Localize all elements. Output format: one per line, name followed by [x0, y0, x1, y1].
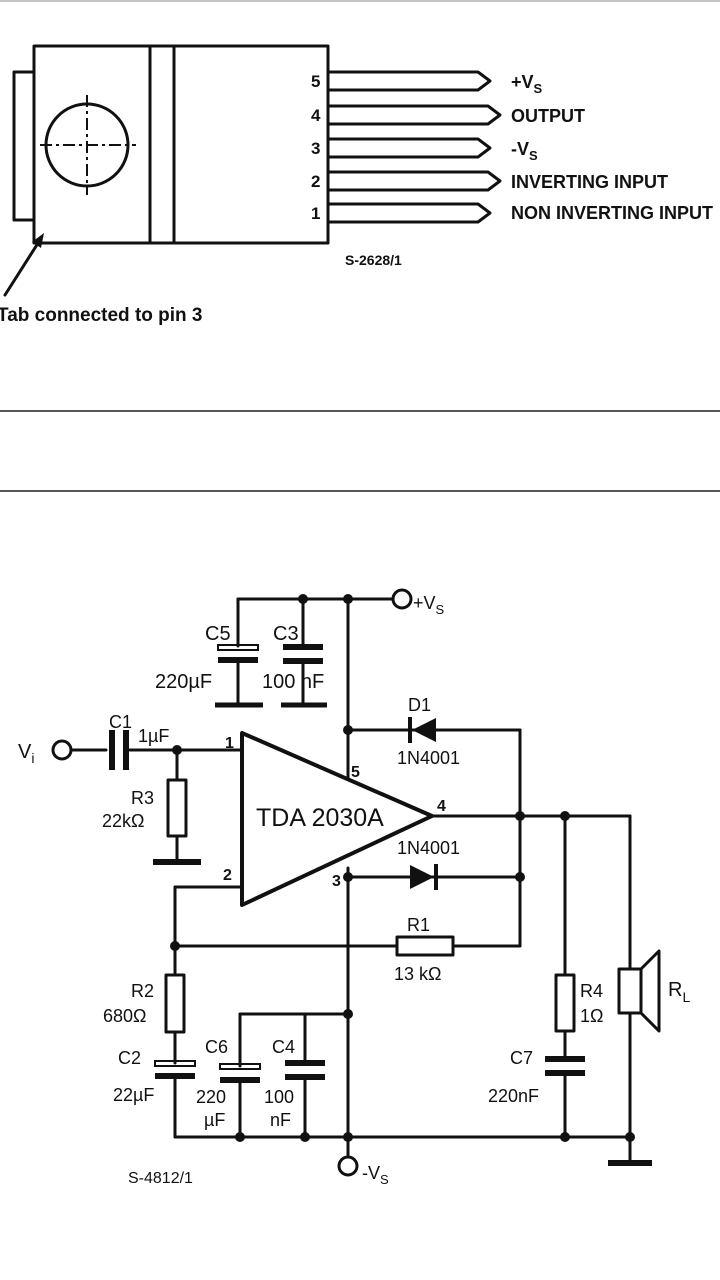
- pin-label-3: -VS: [511, 139, 538, 163]
- c2-value: 22µF: [113, 1085, 154, 1105]
- c5-value: 220µF: [155, 671, 212, 693]
- c4-value-2: nF: [270, 1110, 291, 1130]
- pin-number-3: 3: [311, 139, 320, 158]
- c7-capacitor-icon: [545, 1056, 585, 1076]
- speaker-icon: [617, 949, 661, 1033]
- r2-name: R2: [131, 981, 154, 1001]
- c3-name: C3: [273, 623, 299, 645]
- ic-pin-5: 5: [351, 764, 360, 781]
- c5-name: C5: [205, 623, 231, 645]
- c7-value: 220nF: [488, 1086, 539, 1106]
- c6-value-2: µF: [204, 1110, 225, 1130]
- pinout-package: [12, 44, 502, 245]
- r3-resistor-icon: [166, 778, 188, 838]
- c4-name: C4: [272, 1037, 295, 1057]
- c6-capacitor-icon: [219, 1063, 261, 1083]
- pin-label-5: +VS: [511, 72, 543, 96]
- vs-pos-label: +VS: [413, 593, 445, 617]
- c3-capacitor-icon: [283, 644, 323, 664]
- pin-number-5: 5: [311, 72, 320, 91]
- opamp-triangle-icon: [240, 731, 434, 907]
- c4-capacitor-icon: [285, 1060, 325, 1080]
- ic-pin-4: 4: [437, 798, 446, 815]
- d1-diode-icon: [408, 717, 436, 743]
- ic-pin-1: 1: [225, 735, 234, 752]
- r4-value: 1Ω: [580, 1006, 603, 1026]
- pin-leads: [326, 70, 502, 224]
- c1-capacitor-icon: [109, 730, 129, 770]
- pin-number-4: 4: [311, 106, 321, 125]
- c6-name: C6: [205, 1037, 228, 1057]
- tab-arrow-icon: [3, 233, 44, 297]
- d1-value: 1N4001: [397, 748, 460, 768]
- pin-number-1: 1: [311, 204, 320, 223]
- d2-diode-icon: [410, 864, 438, 890]
- c7-name: C7: [510, 1048, 533, 1068]
- r2-resistor-icon: [164, 973, 186, 1034]
- ic-label: TDA 2030A: [256, 804, 384, 832]
- vi-terminal-icon: [51, 739, 73, 761]
- junction-dots: [170, 594, 635, 1142]
- vi-label: Vi: [18, 741, 34, 766]
- vs-neg-label: -VS: [362, 1163, 389, 1187]
- pin-label-4: OUTPUT: [511, 106, 585, 126]
- c2-name: C2: [118, 1048, 141, 1068]
- c5-capacitor-icon: [217, 644, 259, 663]
- schematic-code: S-4812/1: [128, 1170, 193, 1187]
- ic-pin-2: 2: [223, 867, 232, 884]
- r1-name: R1: [407, 915, 430, 935]
- c6-value-1: 220: [196, 1087, 226, 1107]
- c4-value-1: 100: [264, 1087, 294, 1107]
- tab-note: Tab connected to pin 3: [0, 305, 203, 326]
- pin-label-1: NON INVERTING INPUT: [511, 203, 713, 223]
- r1-value: 13 kΩ: [394, 964, 441, 984]
- d1-name: D1: [408, 695, 431, 715]
- c2-capacitor-icon: [154, 1060, 196, 1079]
- rl-label: RL: [668, 979, 690, 1005]
- vs-neg-terminal-icon: [337, 1155, 359, 1177]
- r3-value: 22kΩ: [102, 811, 144, 831]
- pin-number-2: 2: [311, 172, 320, 191]
- tab-outline: [12, 70, 36, 222]
- r4-name: R4: [580, 981, 603, 1001]
- r4-resistor-icon: [554, 973, 576, 1033]
- ic-pin-3: 3: [332, 873, 341, 890]
- r3-name: R3: [131, 788, 154, 808]
- pin-label-2: INVERTING INPUT: [511, 172, 668, 192]
- pinout-code: S-2628/1: [345, 252, 402, 268]
- schematic-wires: [70, 597, 632, 1162]
- c1-value: 1µF: [138, 726, 169, 746]
- vs-pos-terminal-icon: [391, 588, 413, 610]
- r1-resistor-icon: [395, 935, 455, 957]
- c1-name: C1: [109, 712, 132, 732]
- c3-value: 100 nF: [262, 671, 324, 693]
- r2-value: 680Ω: [103, 1006, 147, 1026]
- d2-value: 1N4001: [397, 838, 460, 858]
